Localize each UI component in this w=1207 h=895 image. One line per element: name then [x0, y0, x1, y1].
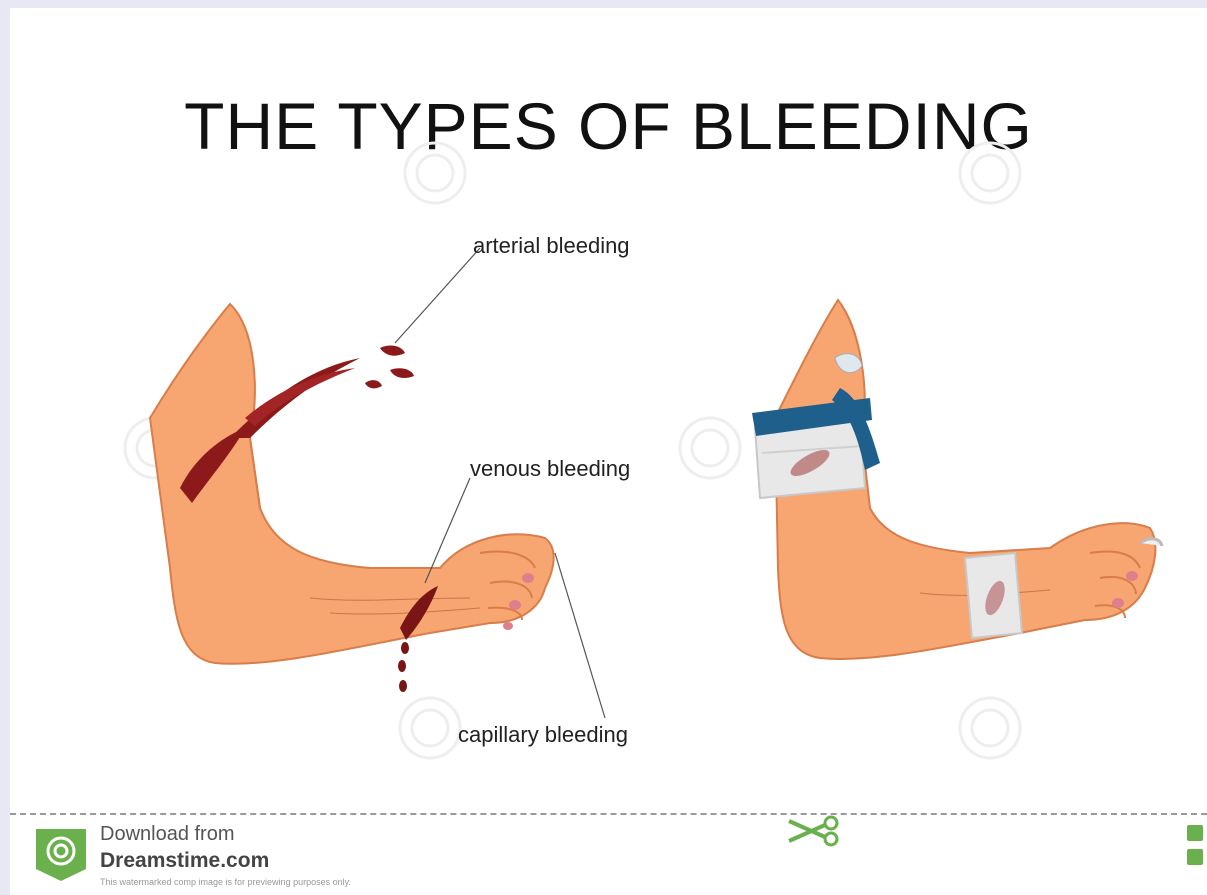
- download-from-text: Download from: [100, 823, 235, 846]
- capillary-leader-line: [555, 553, 605, 718]
- bleeding-illustration: [10, 8, 1207, 808]
- illustration-canvas: THE TYPES OF BLEEDING: [10, 8, 1207, 895]
- side-icon: [1187, 825, 1203, 869]
- venous-bleeding-label: venous bleeding: [470, 456, 630, 482]
- dreamstime-text: Dreamstime.com: [100, 849, 269, 873]
- watermark-notice-text: This watermarked comp image is for previ…: [100, 877, 351, 887]
- capillary-bleeding-label: capillary bleeding: [458, 722, 628, 748]
- left-arm: [150, 304, 554, 664]
- lower-bandage: [965, 553, 1022, 638]
- watermark-footer: Download from Dreamstime.com This waterm…: [10, 813, 1207, 895]
- arterial-bleeding-label: arterial bleeding: [473, 233, 630, 259]
- dreamstime-logo-icon: [30, 821, 92, 883]
- arterial-leader-line: [395, 248, 480, 343]
- scissors-icon: [785, 811, 845, 851]
